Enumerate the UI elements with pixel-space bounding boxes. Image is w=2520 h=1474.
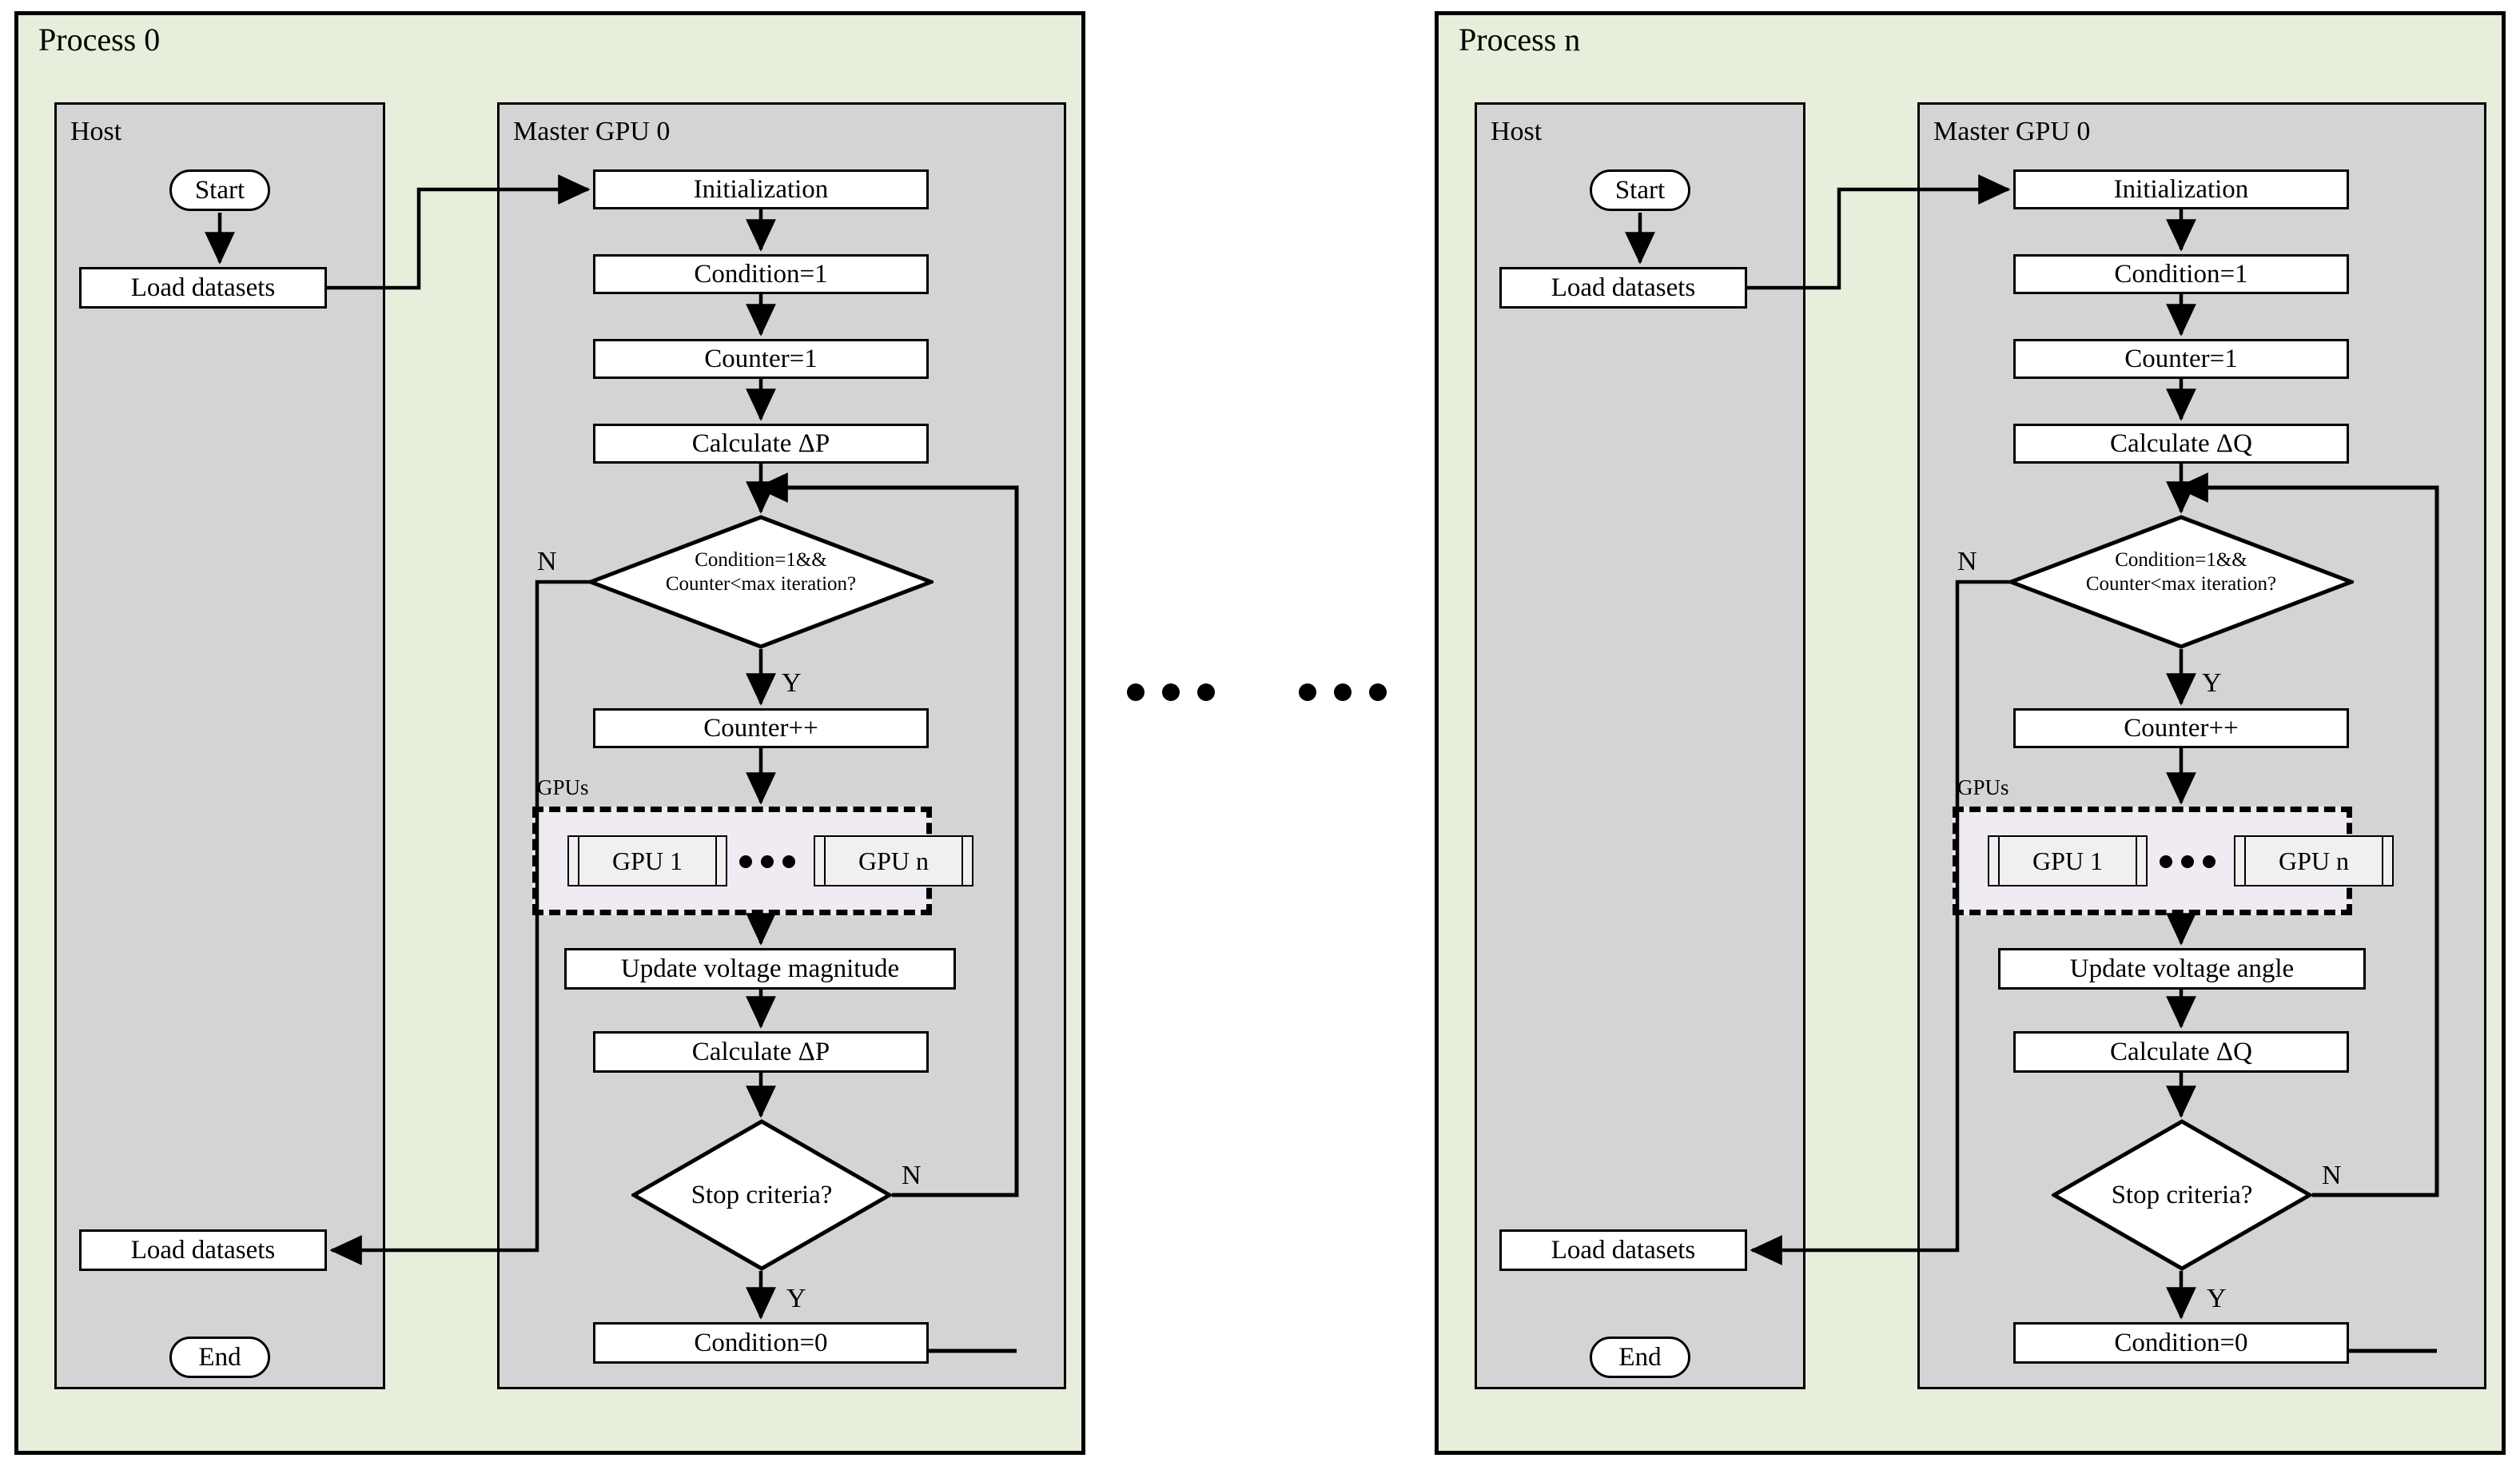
load-datasets-bottom-node-0[interactable]: Load datasets: [79, 1229, 327, 1271]
host-panel-n-title: Host: [1491, 117, 1543, 146]
dot: [2203, 855, 2215, 868]
gpu-node-last-0[interactable]: GPU n: [814, 835, 973, 886]
calculate-mismatch2-node-0[interactable]: Calculate ΔP: [593, 1031, 929, 1073]
gpu-ellipsis-0: [739, 855, 795, 868]
counter-increment-node-0[interactable]: Counter++: [593, 708, 929, 748]
dot: [2181, 855, 2194, 868]
loop-decision-yes-label-n: Y: [2202, 668, 2222, 698]
host-panel-0: [54, 102, 385, 1389]
end-node-0[interactable]: End: [169, 1337, 270, 1378]
gpu-node-last-n[interactable]: GPU n: [2234, 835, 2394, 886]
stop-criteria-yes-label-0: Y: [786, 1284, 806, 1313]
start-node-n[interactable]: Start: [1590, 169, 1690, 211]
dot: [782, 855, 795, 868]
loop-decision-node-0[interactable]: Condition=1&& Counter<max iteration?: [588, 515, 934, 649]
gpus-cluster-title-0: GPUs: [537, 775, 589, 799]
calculate-mismatch-node-0[interactable]: Calculate ΔP: [593, 424, 929, 464]
initialization-node-n[interactable]: Initialization: [2013, 169, 2349, 209]
gpu-node-first-0[interactable]: GPU 1: [567, 835, 727, 886]
counter-increment-node-n[interactable]: Counter++: [2013, 708, 2349, 748]
initialization-node-0[interactable]: Initialization: [593, 169, 929, 209]
process-panel-n-title: Process n: [1459, 22, 1581, 58]
calculate-mismatch-node-n[interactable]: Calculate ΔQ: [2013, 424, 2349, 464]
dot: [1162, 683, 1180, 701]
stop-criteria-no-label-0: N: [902, 1161, 922, 1190]
dot: [2160, 855, 2172, 868]
counter-set-node-0[interactable]: Counter=1: [593, 339, 929, 379]
gpus-cluster-title-n: GPUs: [1957, 775, 2009, 799]
master-gpu-panel-n-title: Master GPU 0: [1933, 117, 2091, 146]
dot: [1127, 683, 1145, 701]
dot: [739, 855, 752, 868]
dot: [761, 855, 774, 868]
master-gpu-panel-0-title: Master GPU 0: [513, 117, 671, 146]
stop-criteria-yes-label-n: Y: [2207, 1284, 2227, 1313]
process-ellipsis-right: [1299, 683, 1387, 701]
dot: [1299, 683, 1316, 701]
calculate-mismatch2-node-n[interactable]: Calculate ΔQ: [2013, 1031, 2349, 1073]
host-panel-n: [1475, 102, 1805, 1389]
load-datasets-node-n[interactable]: Load datasets: [1499, 267, 1747, 309]
gpu-node-first-n[interactable]: GPU 1: [1988, 835, 2148, 886]
dot: [1197, 683, 1215, 701]
update-node-n[interactable]: Update voltage angle: [1998, 948, 2366, 990]
start-node-0[interactable]: Start: [169, 169, 270, 211]
gpu-ellipsis-n: [2160, 855, 2215, 868]
update-node-0[interactable]: Update voltage magnitude: [564, 948, 956, 990]
loop-decision-no-label-n: N: [1957, 547, 1977, 576]
dot: [1369, 683, 1387, 701]
dot: [1334, 683, 1352, 701]
condition-set-node-0[interactable]: Condition=1: [593, 254, 929, 294]
process-panel-0-title: Process 0: [38, 22, 161, 58]
loop-decision-yes-label-0: Y: [782, 668, 802, 698]
condition-clear-node-n[interactable]: Condition=0: [2013, 1322, 2349, 1364]
load-datasets-bottom-node-n[interactable]: Load datasets: [1499, 1229, 1747, 1271]
condition-set-node-n[interactable]: Condition=1: [2013, 254, 2349, 294]
counter-set-node-n[interactable]: Counter=1: [2013, 339, 2349, 379]
stop-criteria-node-n[interactable]: Stop criteria?: [2052, 1119, 2312, 1271]
condition-clear-node-0[interactable]: Condition=0: [593, 1322, 929, 1364]
host-panel-0-title: Host: [70, 117, 122, 146]
loop-decision-node-n[interactable]: Condition=1&& Counter<max iteration?: [2008, 515, 2354, 649]
stop-criteria-no-label-n: N: [2322, 1161, 2342, 1190]
stop-criteria-node-0[interactable]: Stop criteria?: [631, 1119, 892, 1271]
loop-decision-no-label-0: N: [537, 547, 557, 576]
end-node-n[interactable]: End: [1590, 1337, 1690, 1378]
load-datasets-node-0[interactable]: Load datasets: [79, 267, 327, 309]
process-ellipsis-left: [1127, 683, 1215, 701]
